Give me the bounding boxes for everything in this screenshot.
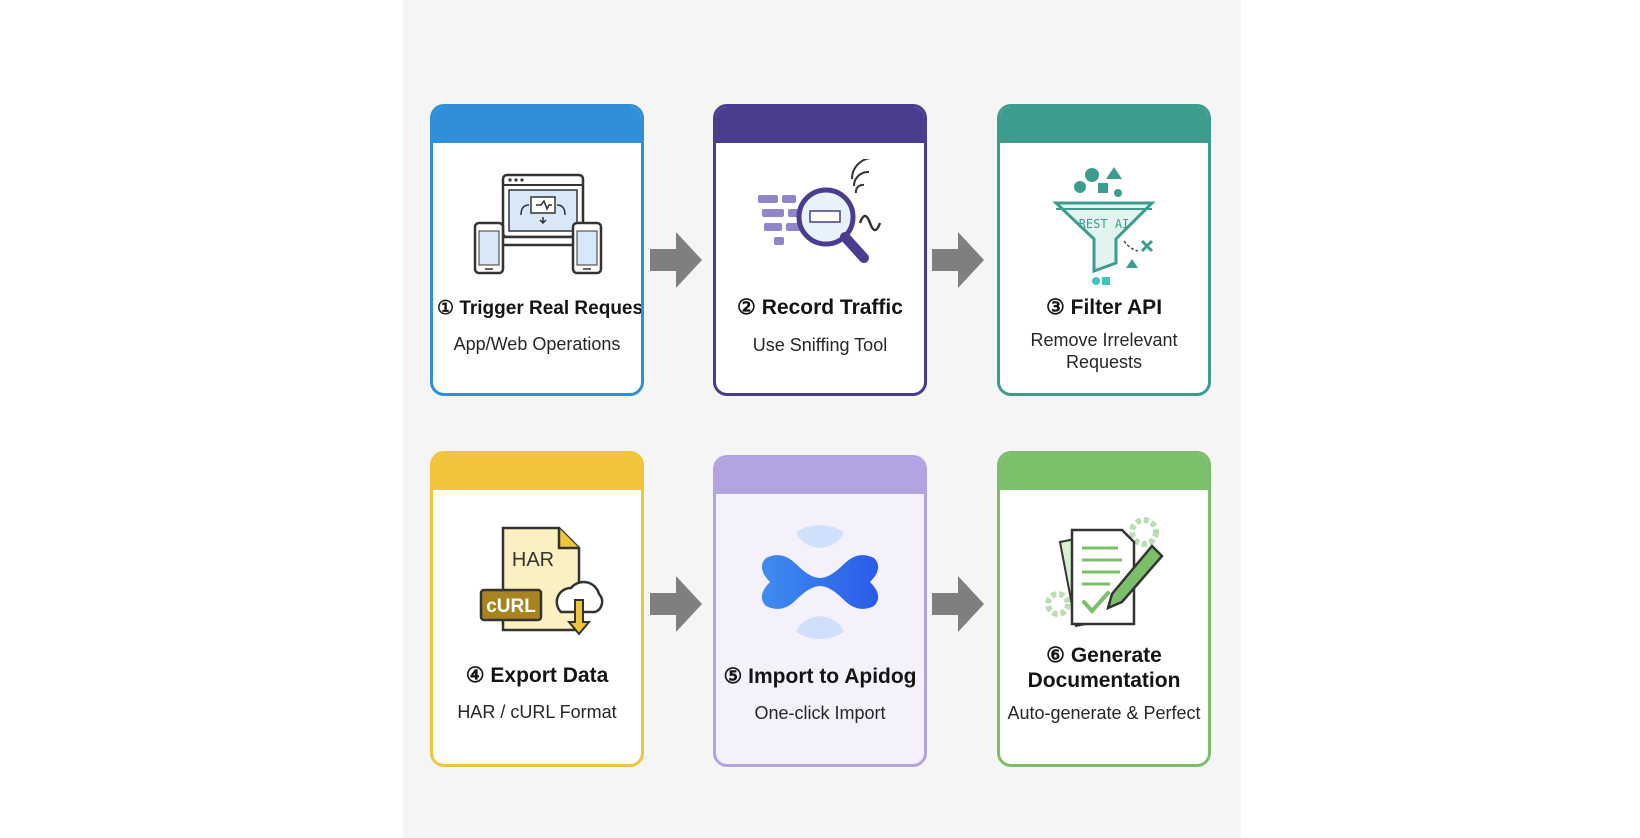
funnel-label: REST AI [1079,217,1130,231]
curl-label: cURL [486,596,536,617]
process-diagram: ① Trigger Real Request App/Web Operation… [403,0,1241,838]
card-header-bar [1000,454,1208,490]
step-card-export: HAR cURL ④ Export Data HAR / cURL Format [430,451,644,767]
magnifier-traffic-icon [716,159,924,287]
step-card-record: ② Record Traffic Use Sniffing Tool [713,104,927,396]
document-pencil-icon [1000,512,1208,640]
arrow-right-icon [650,232,702,288]
step-card-import: ⑤ Import to Apidog One-click Import [713,455,927,767]
card-header-bar [1000,107,1208,143]
step-subtitle: Remove Irrelevant Requests [1030,330,1178,372]
card-header-bar [716,458,924,494]
step-card-filter: REST AI ③ Filter API Remove Irrelevant R… [997,104,1211,396]
devices-sync-icon [433,159,641,287]
step-subtitle: HAR / cURL Format [457,702,617,722]
arrow-right-icon [932,576,984,632]
card-header-bar [716,107,924,143]
step-title: ① Trigger Real Request [437,298,644,319]
step-subtitle: App/Web Operations [453,334,621,354]
step-title: ⑥ Generate Documentation [1027,644,1181,692]
step-title: ④ Export Data [465,664,609,687]
step-title: ③ Filter API [1045,296,1163,319]
step-card-trigger: ① Trigger Real Request App/Web Operation… [430,104,644,396]
card-header-bar [433,454,641,490]
apidog-logo-icon [716,518,924,646]
step-subtitle: Auto-generate & Perfect [1007,703,1201,723]
step-title: ② Record Traffic [737,296,903,319]
step-card-generate: ⑥ Generate Documentation Auto-generate &… [997,451,1211,767]
step-subtitle: One-click Import [754,703,886,723]
har-file-download-icon: HAR cURL [433,518,641,646]
arrow-right-icon [650,576,702,632]
card-header-bar [433,107,641,143]
funnel-filter-icon: REST AI [1000,159,1208,287]
arrow-right-icon [932,232,984,288]
step-subtitle: Use Sniffing Tool [752,335,888,355]
har-label: HAR [512,549,554,571]
step-title: ⑤ Import to Apidog [723,665,917,688]
